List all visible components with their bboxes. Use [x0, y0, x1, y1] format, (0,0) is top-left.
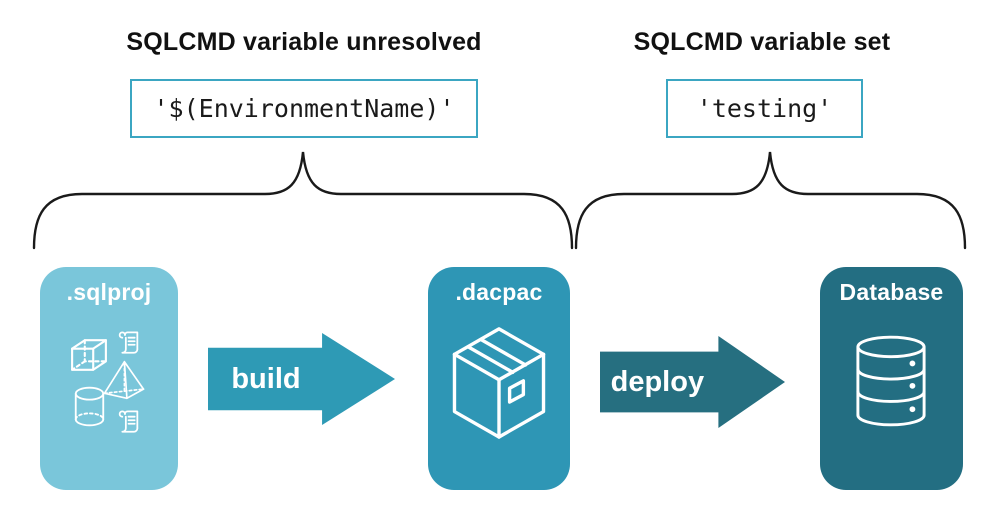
script-scroll-icon [118, 331, 139, 354]
build-arrow: build [208, 333, 395, 425]
deploy-arrow: deploy [600, 336, 785, 428]
heading-set: SQLCMD variable set [633, 28, 891, 56]
stage-database-label: Database [839, 279, 944, 305]
stage-sqlproj-label: .sqlproj [66, 279, 152, 305]
stage-database: Database [820, 267, 963, 490]
deploy-arrow-label: deploy [610, 365, 705, 398]
cube-icon [71, 339, 107, 371]
code-value-set: 'testing' [696, 94, 833, 123]
brace-right-icon [574, 151, 967, 250]
package-icon [452, 327, 546, 439]
database-icon [856, 335, 926, 427]
code-box-unresolved: '$(EnvironmentName)' [130, 79, 478, 138]
cylinder-icon [74, 386, 105, 427]
stage-sqlproj: .sqlproj [40, 267, 178, 490]
stage-dacpac-label: .dacpac [455, 279, 543, 305]
code-value-unresolved: '$(EnvironmentName)' [153, 94, 455, 123]
brace-left-icon [32, 151, 574, 250]
script-scroll-icon [118, 410, 139, 433]
heading-unresolved: SQLCMD variable unresolved [126, 28, 482, 56]
build-arrow-label: build [231, 362, 301, 395]
code-box-set: 'testing' [666, 79, 863, 138]
stage-dacpac: .dacpac [428, 267, 570, 490]
pyramid-icon [103, 360, 145, 400]
